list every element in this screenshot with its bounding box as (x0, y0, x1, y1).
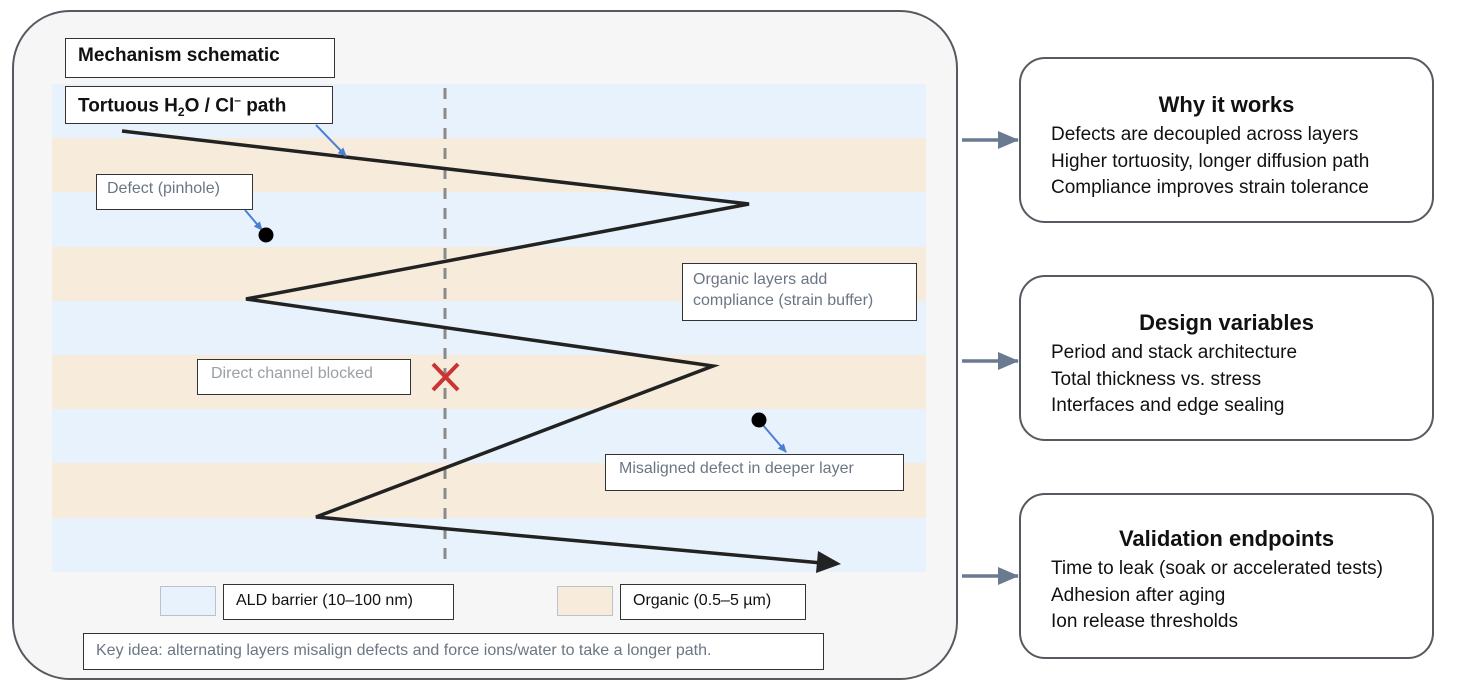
legend-ald-swatch (160, 586, 216, 616)
card-title: Design variables (1139, 310, 1314, 335)
legend-organic-swatch (557, 586, 613, 616)
organic-layer (52, 355, 926, 410)
card-item: Total thickness vs. stress (1051, 368, 1262, 390)
blocked-channel-note: Direct channel blocked (197, 359, 411, 395)
path-label: Tortuous H2O / Cl– path (65, 86, 333, 124)
card-item: Higher tortuosity, longer diffusion path (1051, 150, 1370, 172)
card-title: Why it works (1158, 92, 1295, 117)
legend-organic-label: Organic (0.5–5 µm) (620, 584, 806, 620)
card-item: Time to leak (soak or accelerated tests) (1051, 558, 1383, 579)
defect-note: Defect (pinhole) (96, 174, 253, 210)
misaligned-defect-note: Misaligned defect in deeper layer (605, 454, 904, 491)
design-variables-card: Design variables Period and stack archit… (1019, 275, 1434, 441)
card-item: Adhesion after aging (1051, 584, 1226, 606)
organic-compliance-note: Organic layers add compliance (strain bu… (682, 263, 917, 321)
key-idea-note: Key idea: alternating layers misalign de… (83, 633, 824, 670)
card-title: Validation endpoints (1118, 526, 1335, 551)
validation-endpoints-card: Validation endpoints Time to leak (soak … (1019, 493, 1434, 659)
card-item: Period and stack architecture (1051, 342, 1298, 363)
layer-stack (52, 84, 926, 572)
card-item: Defects are decoupled across layers (1051, 124, 1359, 145)
card-item: Ion release thresholds (1051, 611, 1238, 632)
legend-ald-label: ALD barrier (10–100 nm) (223, 584, 454, 620)
schematic-title: Mechanism schematic (65, 38, 335, 78)
card-item: Interfaces and edge sealing (1051, 395, 1285, 416)
why-it-works-card: Why it works Defects are decoupled acros… (1019, 57, 1434, 223)
ald-layer (52, 517, 926, 572)
card-item: Compliance improves strain tolerance (1051, 177, 1369, 198)
